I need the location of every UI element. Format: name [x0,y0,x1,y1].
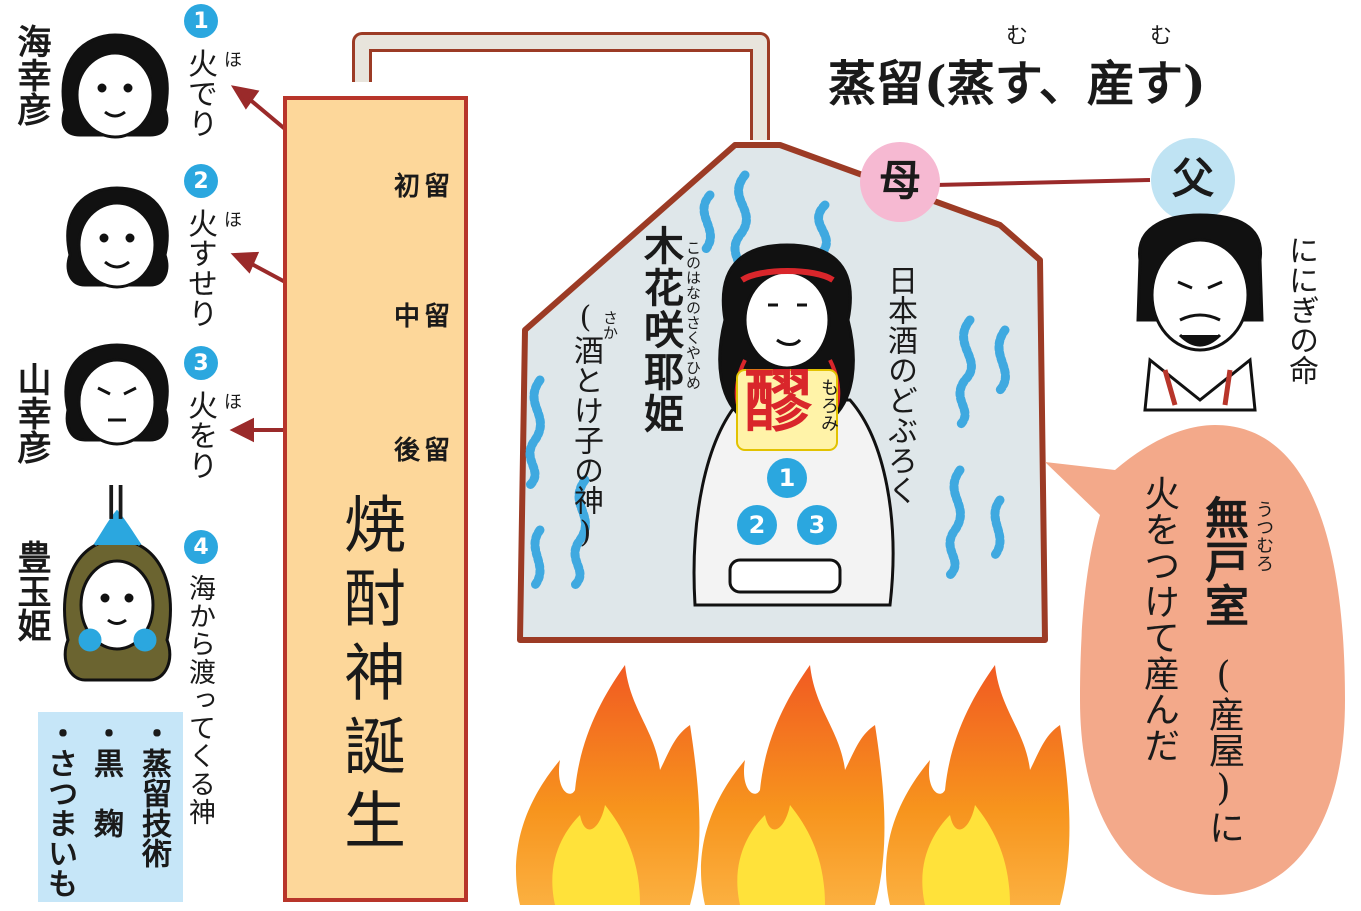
label-middle-distillate: 中留 [394,302,455,332]
belly-num-2: 2 [737,505,777,545]
father-circle [1151,138,1235,222]
mother-circle [860,142,940,222]
face-middle-child [66,186,169,289]
label-yamasachi: 山幸彦 [11,362,51,464]
konohana-name: 木花咲耶姫 [637,225,684,435]
moromi-kanji: 醪 [744,362,813,442]
child-1-ruby: ほ [224,50,242,71]
num-badge-1: 1 [184,4,218,38]
face-umisachi [61,33,169,139]
speech-bubble [1045,425,1345,895]
child-2: 2 火すせり ほ [178,164,242,344]
face-ninigi [1136,213,1264,412]
child-2-kanji: 火 [182,208,217,238]
child-3-rest: をり [182,420,217,480]
flames [515,665,1070,905]
page-title: 蒸留(蒸す、産す) む む [828,24,1206,112]
label-first-distillate: 初留 [394,172,455,202]
child-3: 3 火をり ほ [178,346,242,496]
tech-box: ・蒸留技術 ・黒 麹 ・さつまいも [38,712,183,902]
speech-line-1: 無戸室 [1197,495,1248,627]
num-badge-4: 4 [184,530,218,564]
mother-label: 母 [878,156,921,205]
num-badge-3: 3 [184,346,218,380]
shochu-birth-text: 焼酎神誕生 [333,492,406,862]
child-1-kanji: 火 [182,48,217,78]
moromi-ruby: もろみ [818,378,839,432]
belly-num-1: 1 [767,458,807,498]
face-yamasachi [64,343,169,446]
item-4: 4 海から渡ってくる神 [178,530,228,890]
parent-line [934,178,1151,187]
label-toyotama: 豊玉姫 [11,540,51,642]
belly-num-3: 3 [797,505,837,545]
tech-item-koji: ・黒 麹 [88,718,123,838]
child-2-ruby: ほ [224,210,242,231]
speech-line-2: (産屋)に [1203,655,1244,845]
still-pipe [352,32,770,140]
title-ruby-1: む [1006,24,1029,49]
shochu-panel [283,96,468,902]
child-3-ruby: ほ [224,392,242,413]
label-last-distillate: 後留 [394,436,455,466]
item-4-text: 海から渡ってくる神 [184,574,215,826]
konohana-ruby: このはなのさくやひめ [684,240,702,390]
father-label: 父 [1171,154,1214,203]
face-toyotama [63,509,172,682]
equals-sign: || [105,480,127,520]
child-1-rest: でり [182,78,217,138]
konohana-subtitle: (酒とけ子の神) [568,300,603,550]
speech-line-3: 火をつけて産んだ [1138,475,1179,763]
nihonshu-label: 日本酒のどぶろく [882,265,917,505]
speech-line-1-ruby: うつむろ [1253,500,1274,572]
konohana-figure [692,243,895,607]
title-ruby-2: む [1150,24,1173,49]
moromi-box [736,369,838,451]
shochu-panel-content: 初留 中留 後留 焼酎神誕生 [283,96,468,902]
child-3-kanji: 火 [182,390,217,420]
num-badge-2: 2 [184,164,218,198]
label-umisachi: 海幸彦 [11,24,51,126]
konohana-sub-ruby: さか [601,310,619,340]
ninigi-label: ににぎの命 [1283,235,1318,385]
child-2-rest: すせり [182,238,217,328]
child-1: 1 火でり ほ [178,4,242,154]
tech-item-sweetpotato: ・さつまいも [42,718,77,898]
tech-item-distill: ・蒸留技術 [136,718,171,868]
